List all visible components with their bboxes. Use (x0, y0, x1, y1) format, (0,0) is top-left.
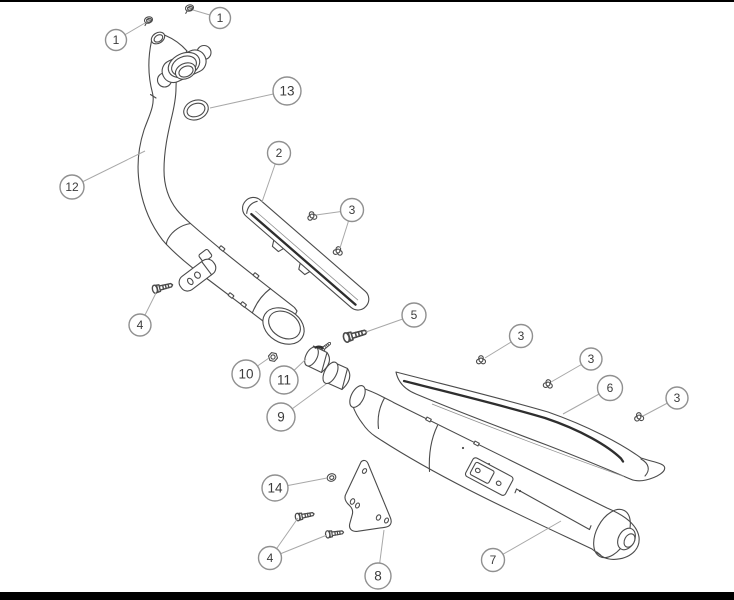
callout-circle (480, 547, 506, 573)
callout-circle (401, 302, 427, 328)
callout-circle (579, 347, 603, 371)
callout-number: 13 (279, 84, 294, 99)
part-drawings (137, 3, 666, 560)
callout-number: 10 (238, 367, 253, 382)
mount-bolt (294, 509, 316, 522)
exhaust-flange (156, 44, 212, 88)
callout-circle (231, 359, 261, 389)
callout-circle (364, 562, 392, 590)
callout-4: 4 (257, 545, 283, 571)
flange-gasket (183, 99, 209, 121)
callout-7: 7 (480, 547, 506, 573)
callout-number: 12 (65, 180, 79, 194)
callout-circle (261, 474, 289, 502)
callout-number: 4 (267, 551, 274, 565)
clip-screw (633, 411, 645, 422)
callout-circle (665, 386, 689, 410)
callout-circle (508, 323, 534, 349)
callout-circle (272, 76, 302, 106)
callout-5: 5 (401, 302, 427, 328)
clip-screw (332, 245, 344, 257)
callout-number: 3 (674, 391, 681, 405)
callout-circle (596, 374, 624, 402)
callout-10: 10 (231, 359, 261, 389)
leader-line (492, 520, 562, 561)
mount-bolt (150, 280, 175, 295)
top-border-line (0, 0, 734, 2)
callout-number: 1 (113, 33, 120, 47)
callout-circle (269, 365, 299, 395)
pipe-mount-tab (178, 249, 217, 292)
clip-screw (306, 210, 318, 222)
callout-number: 3 (349, 203, 356, 217)
callout-number: 3 (588, 352, 595, 366)
callout-3: 3 (508, 323, 534, 349)
callout-circle (208, 6, 232, 30)
flange-screw (183, 3, 196, 14)
bottom-bar (0, 592, 734, 600)
callout-3: 3 (339, 197, 365, 223)
callout-circle (266, 140, 292, 166)
clip-screw (542, 378, 554, 389)
callout-3: 3 (665, 386, 689, 410)
callout-11: 11 (269, 365, 299, 395)
front-heat-shield (242, 196, 370, 311)
callout-6: 6 (596, 374, 624, 402)
callout-8: 8 (364, 562, 392, 590)
callout-circle (59, 174, 85, 200)
callout-number: 8 (374, 569, 382, 584)
callout-number: 1 (217, 11, 224, 25)
callout-number: 7 (490, 553, 497, 567)
callout-number: 4 (137, 318, 144, 332)
flange-nut (326, 473, 337, 482)
callout-3: 3 (579, 347, 603, 371)
callout-circle (128, 313, 152, 337)
header-pipe (137, 31, 305, 345)
clamp-bolt (341, 326, 369, 344)
muffler-inlet (349, 385, 366, 408)
flange-screw (142, 15, 155, 27)
callout-1: 1 (208, 6, 232, 30)
muffler (349, 385, 640, 560)
leader-line (71, 150, 146, 188)
mount-bracket (344, 459, 392, 532)
pipe-clamp (304, 340, 333, 374)
muffler-mount-plate (464, 457, 514, 496)
callout-number: 3 (518, 329, 525, 343)
callout-circle (104, 28, 128, 52)
callout-4: 4 (128, 313, 152, 337)
muffler-heat-shield (395, 371, 666, 482)
callout-number: 6 (607, 381, 614, 395)
callout-number: 11 (277, 373, 291, 388)
callout-number: 2 (276, 146, 283, 160)
spacer-sleeve (322, 361, 351, 391)
callout-circle (257, 545, 283, 571)
callout-2: 2 (266, 140, 292, 166)
callout-12: 12 (59, 174, 85, 200)
callout-14: 14 (261, 474, 289, 502)
clip-screw (475, 355, 487, 365)
mount-bolt (324, 527, 345, 539)
callout-circle (266, 402, 296, 432)
hex-nut (267, 352, 279, 362)
callout-1: 1 (104, 28, 128, 52)
callout-13: 13 (272, 76, 302, 106)
callout-number: 5 (411, 308, 418, 322)
callout-number: 14 (267, 481, 283, 496)
callout-9: 9 (266, 402, 296, 432)
callout-circle (339, 197, 365, 223)
callout-number: 9 (277, 410, 285, 425)
